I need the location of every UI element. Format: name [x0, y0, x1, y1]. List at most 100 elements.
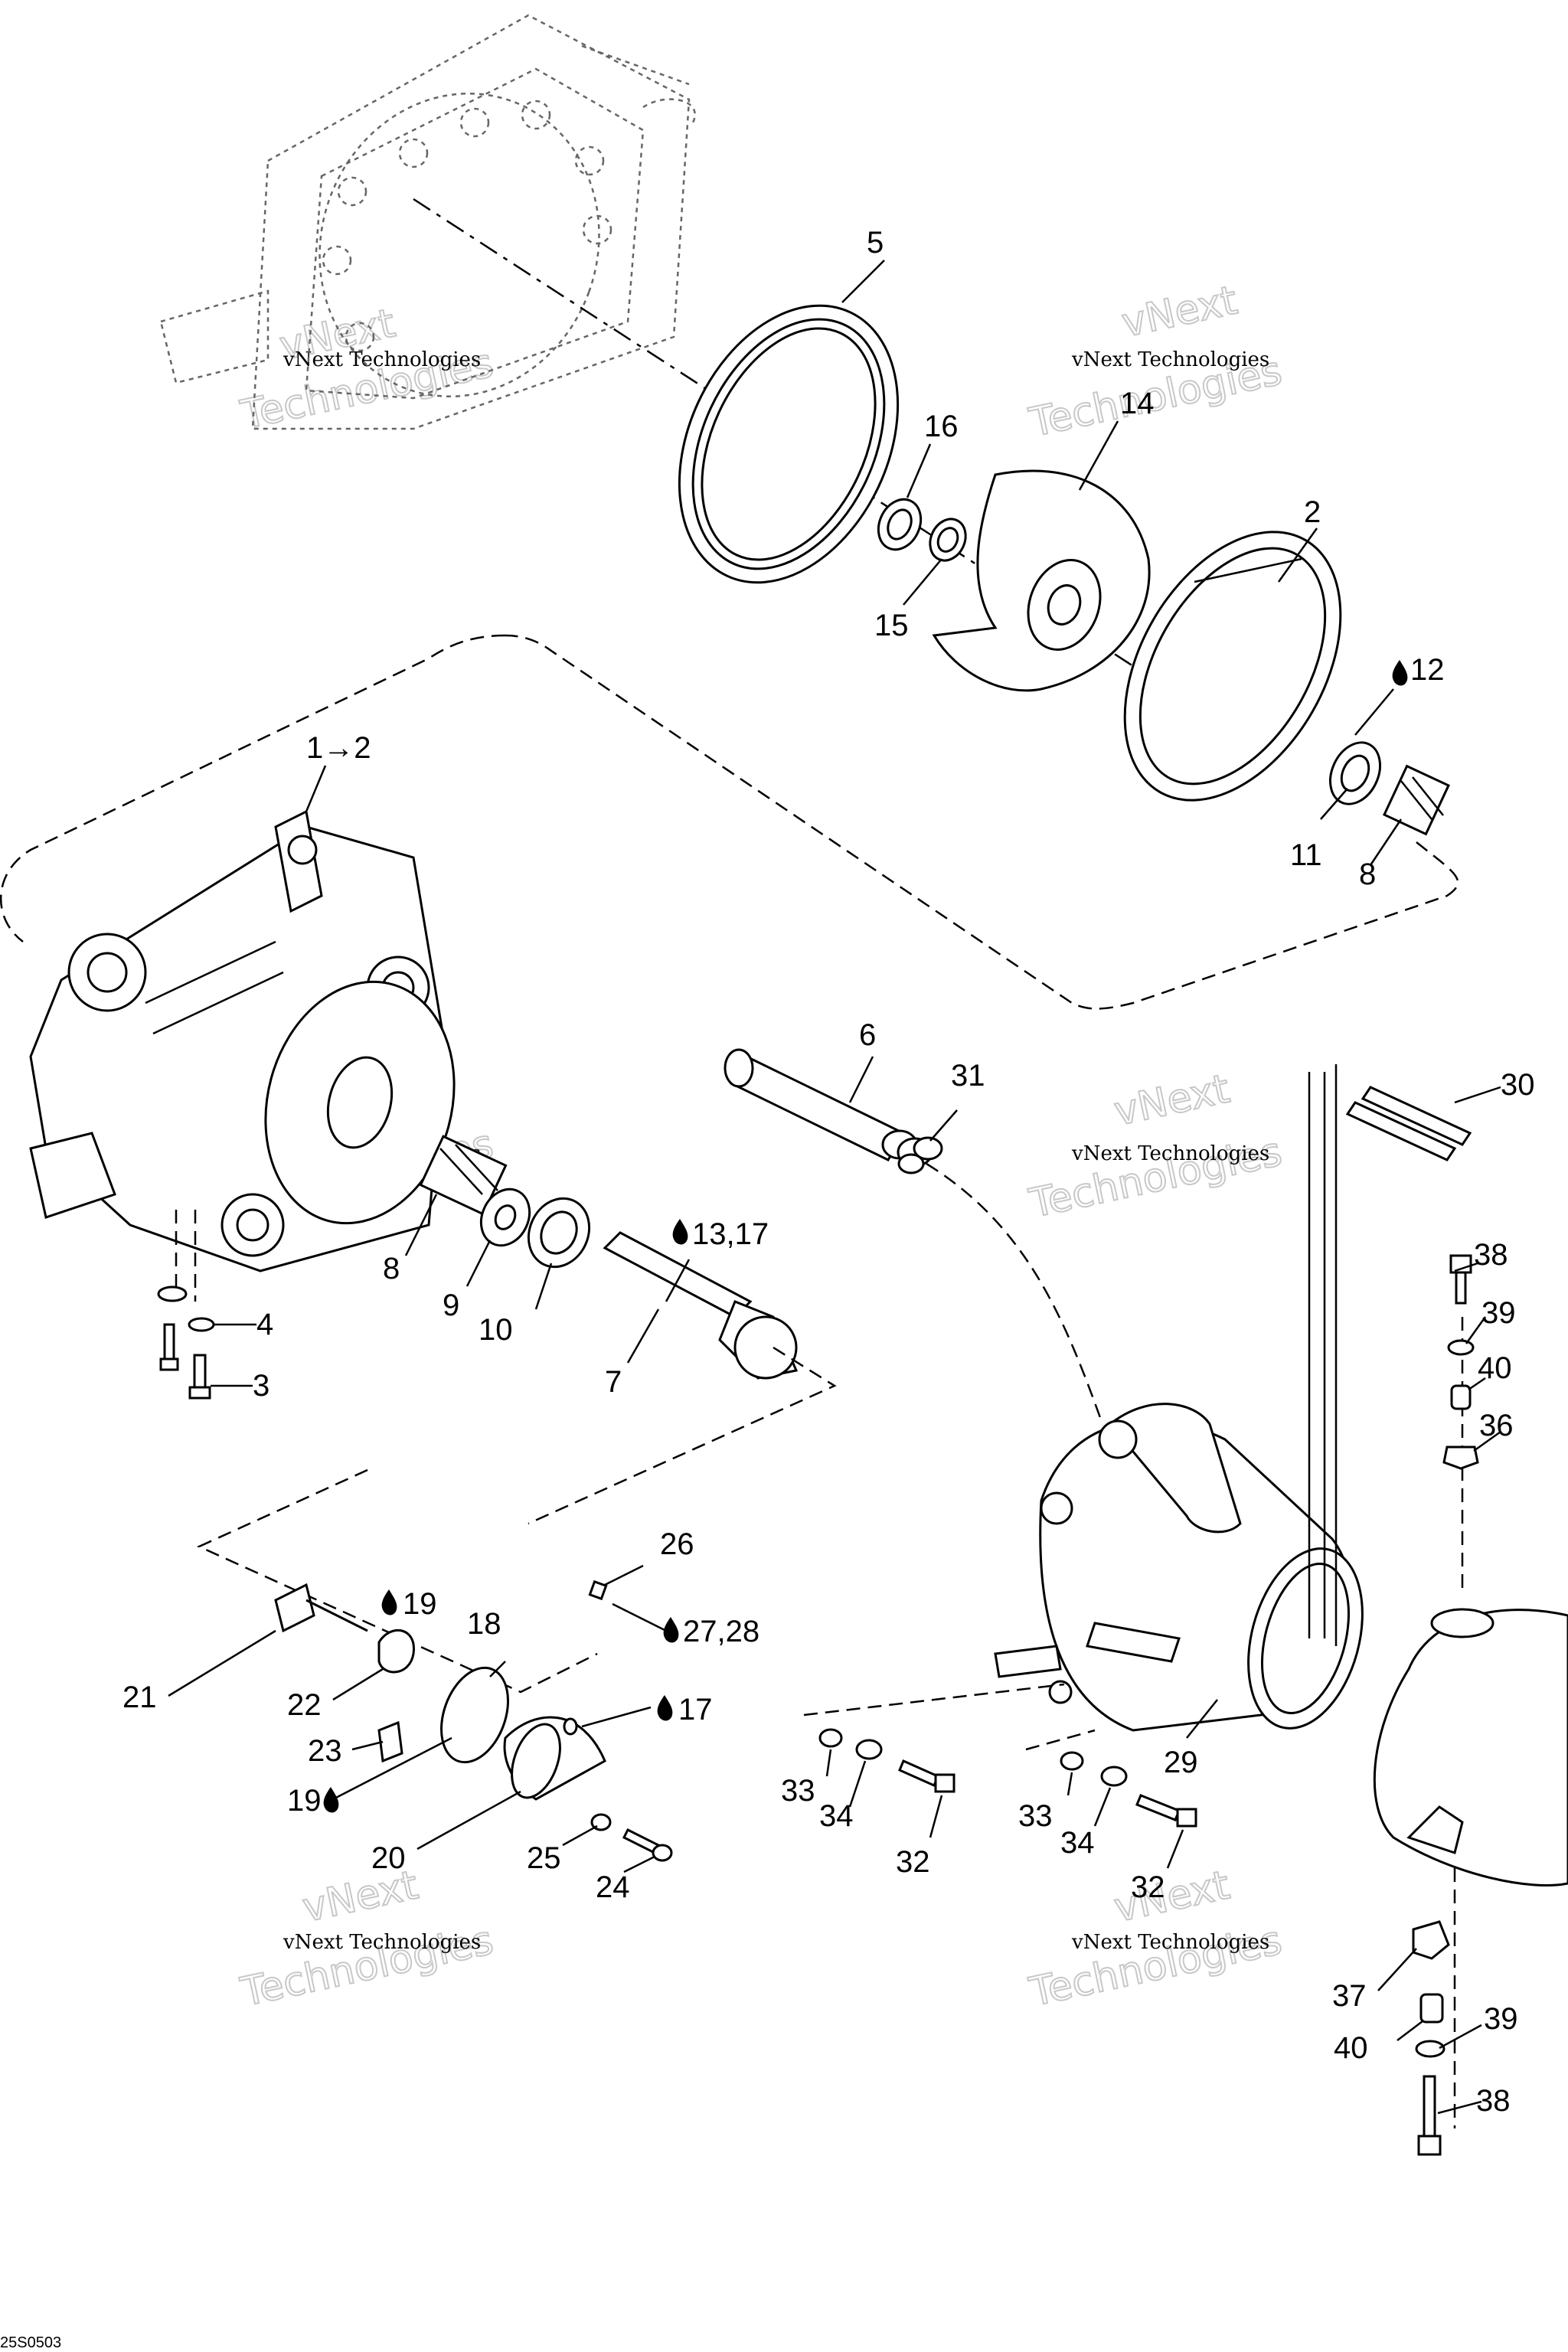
bushing-40-bottom	[1419, 1993, 1444, 2024]
bushing-40-top	[1450, 1384, 1472, 1410]
venturi-hardware-boundary	[803, 1683, 1096, 1751]
label-6: 6	[859, 1018, 876, 1052]
spacer-16	[877, 498, 923, 551]
tube-route	[926, 1162, 1104, 1425]
hull-bracket-ghost	[159, 14, 696, 430]
label-14: 14	[1120, 387, 1155, 420]
label-9: 9	[443, 1289, 459, 1322]
set-screw-26	[588, 1579, 608, 1601]
label-31: 31	[951, 1059, 985, 1093]
thrust-bearing-10	[527, 1197, 591, 1269]
label-1-to-2: 1→2	[306, 731, 371, 765]
svg-text:vNext Technologies: vNext Technologies	[1071, 1931, 1269, 1954]
svg-text:vNext Technologies: vNext Technologies	[1071, 348, 1269, 371]
label-15: 15	[874, 609, 909, 642]
label-38-top: 38	[1474, 1238, 1508, 1272]
label-3: 3	[253, 1369, 270, 1403]
label-2: 2	[1304, 495, 1321, 529]
lubricant-drop-icon-13	[672, 1219, 688, 1245]
svg-text:vNext: vNext	[1110, 1066, 1233, 1135]
washer-4-left	[157, 1285, 188, 1302]
label-16: 16	[924, 410, 959, 443]
washer-34-left	[855, 1739, 883, 1760]
label-38-bottom: 38	[1476, 2084, 1511, 2118]
spring-23	[377, 1720, 403, 1763]
label-36: 36	[1479, 1409, 1514, 1442]
label-33-left: 33	[781, 1774, 815, 1808]
bolt-3-left	[159, 1323, 179, 1371]
label-40-bottom: 40	[1334, 2031, 1368, 2065]
nut-37	[1412, 1920, 1450, 1960]
label-17: 17	[678, 1693, 713, 1726]
shaft-boundary	[528, 1346, 837, 1525]
label-5: 5	[867, 226, 884, 260]
washer-33-right	[1060, 1751, 1084, 1771]
label-33-right: 33	[1018, 1799, 1053, 1833]
nut-36	[1442, 1446, 1479, 1470]
label-24: 24	[596, 1870, 630, 1904]
wear-ring-5	[678, 304, 900, 584]
guide-lines-30	[1308, 1064, 1338, 1646]
seal-11	[1329, 741, 1381, 805]
bolt-3	[188, 1354, 211, 1400]
label-21: 21	[122, 1681, 157, 1714]
svg-text:vNext Technologies: vNext Technologies	[1071, 1142, 1269, 1165]
part-labels: 5 16 15 14 2 12 11 8 1→2 8 9 10 7 13,17 …	[122, 226, 1535, 2118]
label-39-top: 39	[1481, 1296, 1516, 1330]
bolt-32-left	[898, 1759, 956, 1793]
plug-22	[377, 1628, 415, 1674]
label-25: 25	[527, 1841, 561, 1875]
drawing-code: 25S0503	[0, 2334, 61, 2351]
label-11: 11	[1290, 838, 1322, 872]
label-12: 12	[1410, 653, 1445, 687]
watermark-mid-right: vNext Technologies vNext Technologies	[1024, 1065, 1286, 1227]
label-32-left: 32	[896, 1845, 930, 1879]
svg-text:vNext Technologies: vNext Technologies	[283, 348, 481, 371]
bolt-38-bottom	[1417, 2075, 1442, 2156]
impeller-cover-cone-20	[503, 1716, 606, 1801]
label-22: 22	[287, 1688, 322, 1722]
lubricant-drop-icon-17	[657, 1695, 673, 1721]
label-13-17: 13,17	[692, 1217, 769, 1251]
impeller-14	[932, 469, 1151, 692]
label-37: 37	[1332, 1979, 1367, 2013]
svg-text:vNext: vNext	[1118, 277, 1241, 346]
label-10: 10	[479, 1313, 513, 1347]
tube-6	[724, 1048, 933, 1168]
label-30: 30	[1501, 1068, 1535, 1102]
impeller-housing-sleeve-2	[1123, 531, 1342, 802]
washer-33-left	[818, 1728, 843, 1748]
washer-34-right	[1100, 1766, 1128, 1787]
o-ring-31	[897, 1136, 943, 1174]
label-34-left: 34	[819, 1799, 854, 1833]
label-34-right: 34	[1060, 1826, 1095, 1860]
sub-assembly-boundary	[0, 634, 1459, 1010]
label-4: 4	[256, 1308, 273, 1341]
watermark-top-right: vNext Technologies vNext Technologies	[1024, 276, 1286, 446]
washer-39-bottom	[1415, 2040, 1446, 2058]
label-19-bottom: 19	[287, 1784, 322, 1818]
label-18: 18	[467, 1607, 501, 1641]
needle-bearing-8	[419, 1135, 508, 1216]
leader-lines	[168, 260, 1501, 2115]
venturi-29	[994, 1403, 1364, 1732]
label-23: 23	[308, 1734, 342, 1768]
bolt-38-top	[1449, 1254, 1472, 1305]
label-19-top: 19	[403, 1587, 437, 1621]
svg-text:vNext: vNext	[1110, 1862, 1233, 1931]
impeller-shaft-7	[603, 1231, 799, 1380]
cone-boundary	[196, 1468, 598, 1694]
lubricant-drop-icon-19-top	[381, 1589, 397, 1615]
screw-24	[622, 1828, 673, 1862]
lubricant-drop-icon-19-bottom	[323, 1787, 339, 1813]
steering-nozzle	[1373, 1608, 1568, 1886]
washer-39-top	[1447, 1339, 1475, 1356]
drain-plug-21	[274, 1583, 368, 1633]
washer-4	[188, 1317, 215, 1332]
label-39-bottom: 39	[1484, 2002, 1518, 2036]
pins-30	[1345, 1086, 1472, 1161]
label-26: 26	[660, 1527, 694, 1561]
needle-bearing-8-top	[1383, 764, 1450, 836]
label-20: 20	[371, 1841, 406, 1875]
